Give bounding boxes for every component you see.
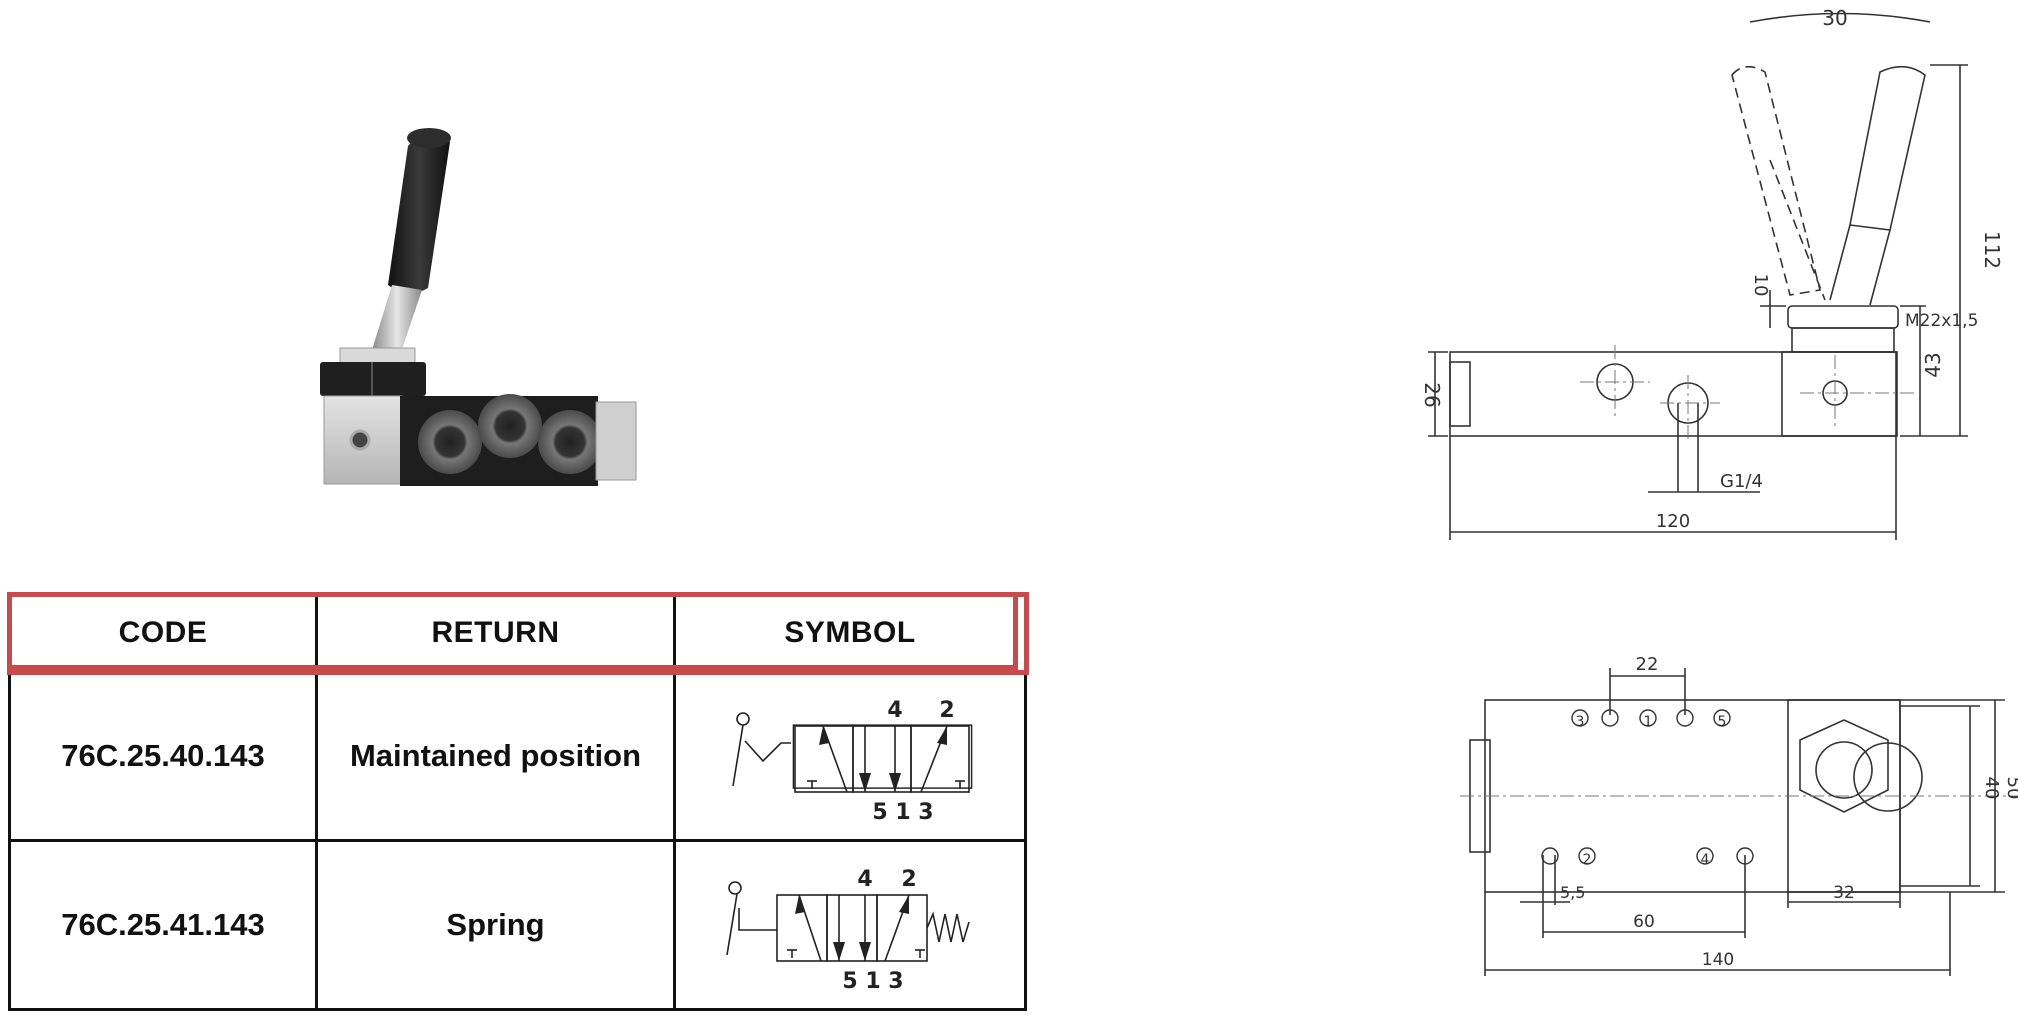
table-header: CODE RETURN SYMBOL: [6, 591, 1029, 675]
symbol-ports-bottom: 5 1 3: [872, 800, 933, 825]
symbol-port-4: 4: [857, 867, 872, 892]
fitting-left: [418, 410, 482, 474]
spec-table: CODE RETURN SYMBOL 76C.25.40.143 Maintai…: [6, 591, 1029, 1011]
port-label-2: 2: [1583, 852, 1592, 868]
table-row: 76C.25.40.143 Maintained position: [8, 670, 1027, 842]
fitting-middle: [478, 394, 542, 458]
dim-nut-height: 10: [1750, 274, 1771, 297]
dim-port: G1/4: [1720, 471, 1763, 492]
dim-body-height: 43: [1921, 352, 1945, 377]
dim-width: 50: [2003, 777, 2018, 800]
port-label-3: 3: [1576, 714, 1585, 730]
symbol-port-2: 2: [939, 698, 954, 723]
symbol-ports-bottom: 5 1 3: [842, 969, 903, 994]
symbol-port-4: 4: [887, 698, 902, 723]
side-view-drawing: 30 112 10 M22x1,5 43 26 G1/4 120: [1420, 6, 2004, 540]
dim-body-thickness: 26: [1420, 382, 1444, 407]
port-label-4: 4: [1701, 852, 1710, 868]
fitting-right: [538, 410, 602, 474]
housing-screw: [349, 429, 371, 451]
top-view-drawing: 3 1 5 2 4 22 50 40 32 5,5 60 140: [1460, 654, 2018, 976]
product-image: [320, 128, 637, 486]
valve-symbol-spring: 4 2 5 1 3: [726, 867, 970, 994]
dim-hole-spacing: 60: [1633, 912, 1655, 932]
dim-port-pitch: 22: [1636, 654, 1659, 675]
dim-thread: M22x1,5: [1905, 311, 1978, 331]
header-return: RETURN: [315, 593, 676, 673]
port-label-1: 1: [1644, 714, 1653, 730]
row-return: Maintained position: [315, 670, 676, 842]
dim-body-length: 120: [1656, 511, 1690, 532]
dim-angle: 30: [1822, 6, 1847, 30]
dim-hole: 5,5: [1560, 883, 1585, 902]
dim-nut: 32: [1833, 883, 1855, 903]
symbol-port-2: 2: [901, 867, 916, 892]
bushing: [339, 347, 416, 365]
end-cap: [595, 401, 637, 481]
dim-height-total: 112: [1980, 231, 2004, 269]
valve-symbol-maintained: 4 2 5 1 3: [732, 698, 973, 825]
row-code: 76C.25.40.143: [8, 670, 318, 842]
lever-stem: [372, 285, 422, 355]
row-return: Spring: [315, 839, 676, 1011]
lever-handle: [388, 128, 451, 294]
angle-arc: [1749, 12, 1931, 23]
table-row: 76C.25.41.143 Spring: [8, 839, 1027, 1011]
dim-mount-spacing: 40: [1981, 777, 2002, 800]
header-code: CODE: [8, 593, 318, 673]
port-label-5: 5: [1718, 714, 1727, 730]
header-symbol: SYMBOL: [673, 593, 1027, 673]
dim-length: 140: [1702, 950, 1734, 970]
row-symbol: 4 2 5 1 3: [673, 839, 1027, 1011]
row-symbol: 4 2 5 1 3: [673, 670, 1027, 842]
row-code: 76C.25.41.143: [8, 839, 318, 1011]
